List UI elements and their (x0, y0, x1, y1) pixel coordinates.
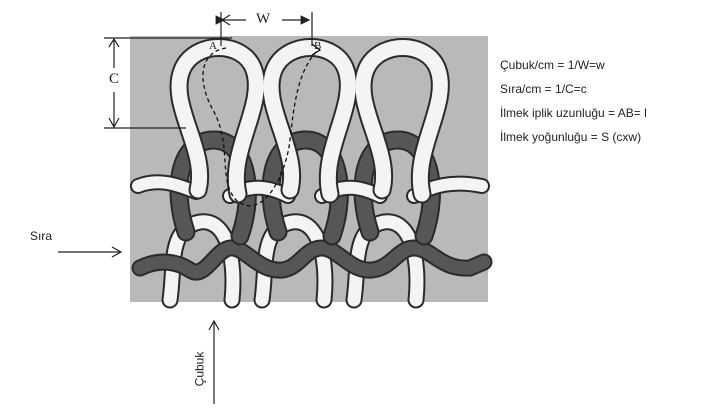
legend-line-stitch-per-cm: Çubuk/cm = 1/W=w (500, 58, 647, 82)
column-direction-label: Çubuk (192, 352, 206, 387)
height-label: C (109, 71, 119, 88)
legend-line-row-per-cm: Sıra/cm = 1/C=c (500, 82, 647, 106)
width-label: W (256, 11, 270, 28)
formula-legend: Çubuk/cm = 1/W=w Sıra/cm = 1/C=c İlmek i… (500, 58, 647, 154)
point-b-label: B (314, 40, 321, 52)
legend-line-loop-length: İlmek iplik uzunluğu = AB= l (500, 106, 647, 130)
row-direction-label: Sıra (30, 229, 52, 243)
point-a-label: A (209, 40, 217, 52)
legend-line-loop-density: İlmek yoğunluğu = S (cxw) (500, 130, 647, 154)
